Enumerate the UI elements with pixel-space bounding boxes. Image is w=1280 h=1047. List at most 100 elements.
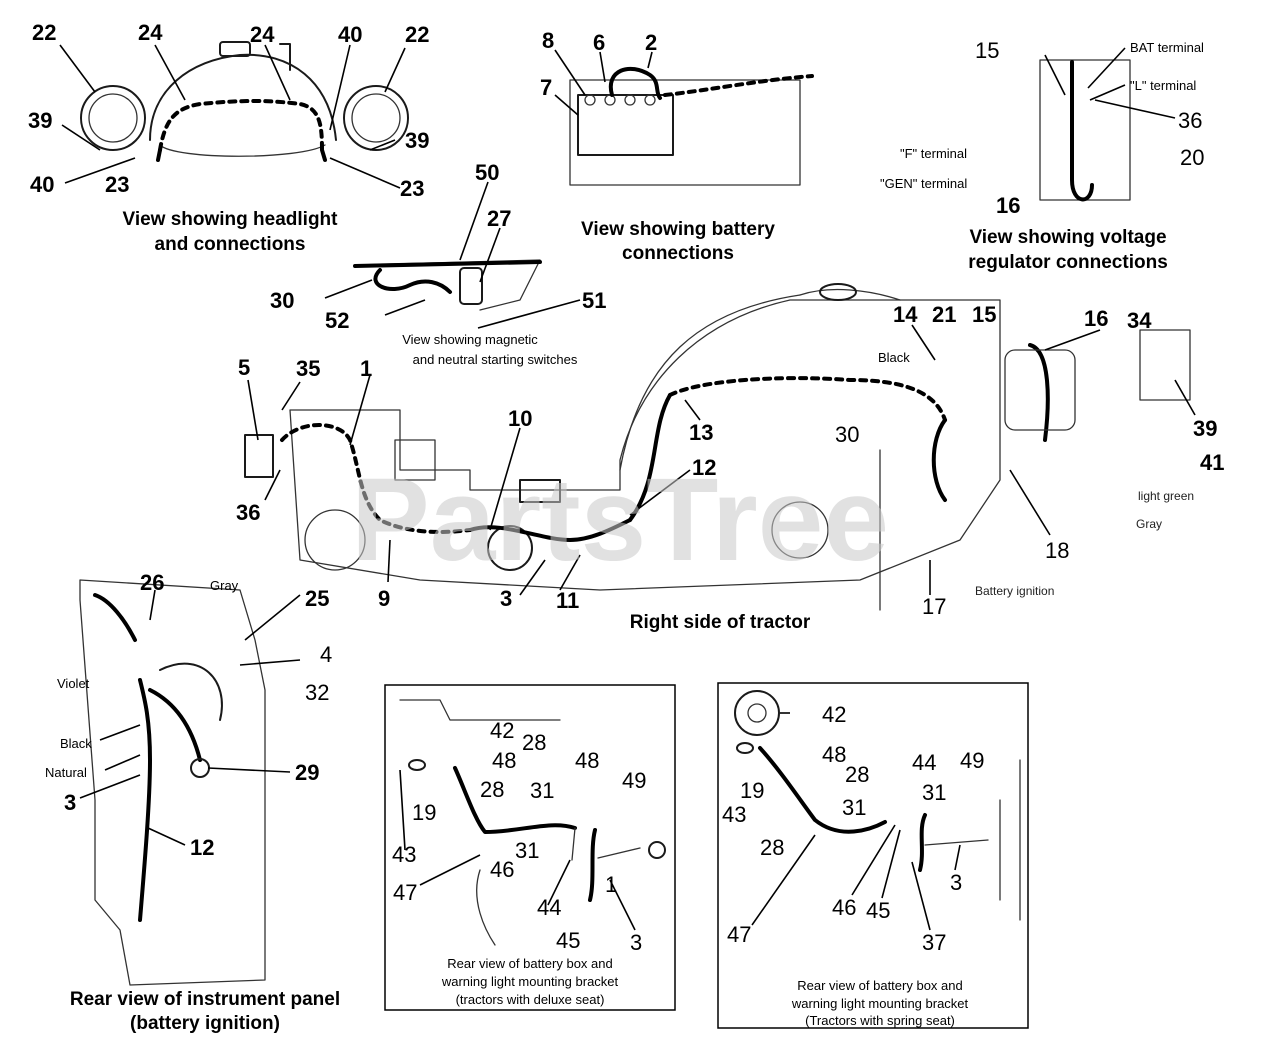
callout-49: 49: [960, 748, 984, 773]
leader: [281, 381, 301, 411]
callout-36: 36: [236, 500, 260, 525]
callout-36: 36: [1178, 108, 1202, 133]
caption-spring-line2: warning light mounting bracket: [791, 996, 969, 1011]
callout-9: 9: [378, 586, 390, 611]
starter-motor: [487, 525, 533, 571]
leader: [239, 659, 301, 666]
caption-deluxe-line1: Rear view of battery box and: [447, 956, 612, 971]
callout-39: 39: [28, 108, 52, 133]
leader: [559, 554, 581, 591]
leader: [247, 379, 259, 441]
panel-loop: [159, 662, 223, 721]
switch-rod: [353, 260, 542, 268]
battery-post: [624, 94, 636, 106]
deluxe-warning-light: [408, 759, 426, 771]
leader: [61, 124, 101, 151]
callout-17: 17: [922, 594, 946, 619]
callout-25: 25: [305, 586, 329, 611]
callout-31: 31: [842, 795, 866, 820]
leader: [751, 834, 816, 926]
headlight-harness: [158, 99, 324, 152]
leader: [1087, 47, 1126, 89]
leader: [547, 859, 571, 906]
leader: [609, 879, 636, 931]
caption-deluxe-line2: warning light mounting bracket: [441, 974, 619, 989]
callout-3: 3: [64, 790, 76, 815]
spring-warning-light: [734, 690, 780, 736]
callout-51: 51: [582, 288, 606, 313]
leader: [1174, 379, 1196, 416]
leader: [59, 44, 96, 93]
front-harness-drop: [931, 418, 947, 502]
leader: [554, 94, 579, 116]
leader: [881, 829, 901, 899]
leader: [244, 594, 301, 641]
wire-label-gray: Gray: [1136, 517, 1162, 531]
callout-26: 26: [140, 570, 164, 595]
callout-23: 23: [105, 172, 129, 197]
leader: [147, 827, 186, 846]
headlight-view: 22 24 24 40 22 39 39 40 23 23 View showi…: [28, 20, 429, 255]
callout-39: 39: [405, 128, 429, 153]
switch-mount: [354, 259, 541, 311]
caption-headlight-line2: and connections: [155, 234, 306, 255]
headlight-wire-ends: [156, 148, 327, 162]
leader: [329, 44, 351, 131]
wire-label-black: Black: [878, 350, 910, 365]
callout-22: 22: [32, 20, 56, 45]
hood-top: [799, 288, 901, 301]
panel-main-harness: [138, 678, 152, 922]
callout-41: 41: [1200, 450, 1224, 475]
seat-post: [394, 439, 436, 481]
leader: [911, 861, 931, 931]
callout-28: 28: [845, 762, 869, 787]
left-headlight-lens: [88, 93, 138, 143]
callout-12: 12: [692, 455, 716, 480]
callout-42: 42: [822, 702, 846, 727]
callout-31: 31: [515, 838, 539, 863]
battery-post: [644, 94, 656, 106]
callout-16: 16: [996, 193, 1020, 218]
callout-31: 31: [922, 780, 946, 805]
callout-28: 28: [522, 730, 546, 755]
front-harness: [668, 376, 947, 422]
box-side: [476, 869, 496, 946]
battery-cable: [663, 74, 814, 97]
starter-switch: [519, 479, 561, 503]
wire-label-violet: Violet: [57, 676, 90, 691]
leader: [477, 299, 581, 329]
callout-47: 47: [393, 880, 417, 905]
callout-16: 16: [1084, 306, 1108, 331]
regulator-wire: [1070, 60, 1094, 202]
leader: [519, 559, 546, 596]
switches-view: 50 27 30 52 51 View showing magnetic and…: [270, 160, 606, 367]
leader: [154, 44, 186, 101]
leader: [264, 469, 281, 501]
leader: [1044, 54, 1066, 96]
f-terminal-label: "F" terminal: [900, 146, 967, 161]
tractor-side-view: 5 35 1 10 13 12 36 9 3 11 30 14 21 15 16…: [236, 283, 1224, 633]
caption-spring-line3: (Tractors with spring seat): [805, 1013, 955, 1028]
leader: [349, 374, 371, 446]
bat-terminal-label: BAT terminal: [1130, 40, 1204, 55]
instrument-panel-view: 26 Gray 25 4 Violet 32 Black Natural 29 …: [45, 570, 340, 1034]
callout-10: 10: [508, 406, 532, 431]
callout-3: 3: [630, 930, 642, 955]
leader: [1044, 329, 1101, 351]
right-headlight: [343, 85, 409, 151]
callout-37: 37: [922, 930, 946, 955]
callout-2: 2: [645, 30, 657, 55]
callout-44: 44: [912, 750, 936, 775]
callout-45: 45: [866, 898, 890, 923]
callout-49: 49: [622, 768, 646, 793]
caption-switches-line1: View showing magnetic: [402, 332, 538, 347]
callout-18: 18: [1045, 538, 1069, 563]
leader: [599, 51, 606, 83]
deluxe-bracket: [648, 841, 666, 859]
battery-post: [604, 94, 616, 106]
callout-40: 40: [338, 22, 362, 47]
leader: [79, 774, 141, 799]
panel-branch: [148, 688, 202, 762]
leader: [911, 324, 936, 361]
right-headlight-lens: [351, 93, 401, 143]
